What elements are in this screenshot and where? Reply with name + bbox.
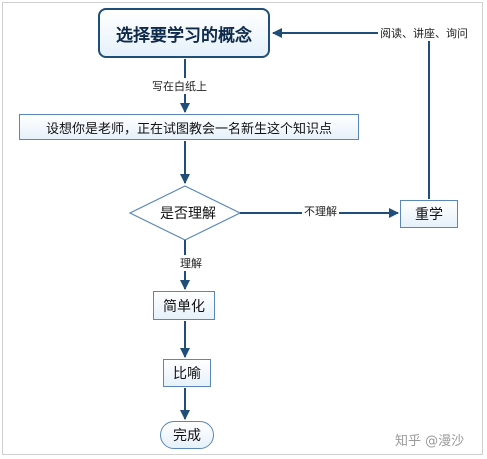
start-node: 选择要学习的概念 [98, 8, 270, 58]
decision-label: 是否理解 [160, 206, 216, 222]
not-understand-label: 不理解 [302, 203, 339, 219]
done-node: 完成 [160, 421, 214, 449]
analogy-node: 比喻 [163, 359, 211, 387]
relearn-node: 重学 [400, 200, 458, 228]
diagram-frame [2, 2, 483, 455]
read-label: 阅读、讲座、询问 [378, 25, 470, 41]
simplify-node: 简单化 [153, 291, 215, 320]
understand-label: 理解 [178, 255, 204, 271]
explain-step-node: 设想你是老师，正在试图教会一名新生这个知识点 [19, 114, 359, 140]
write-label: 写在白纸上 [150, 78, 209, 94]
watermark: 知乎 @漫沙 [395, 434, 465, 449]
